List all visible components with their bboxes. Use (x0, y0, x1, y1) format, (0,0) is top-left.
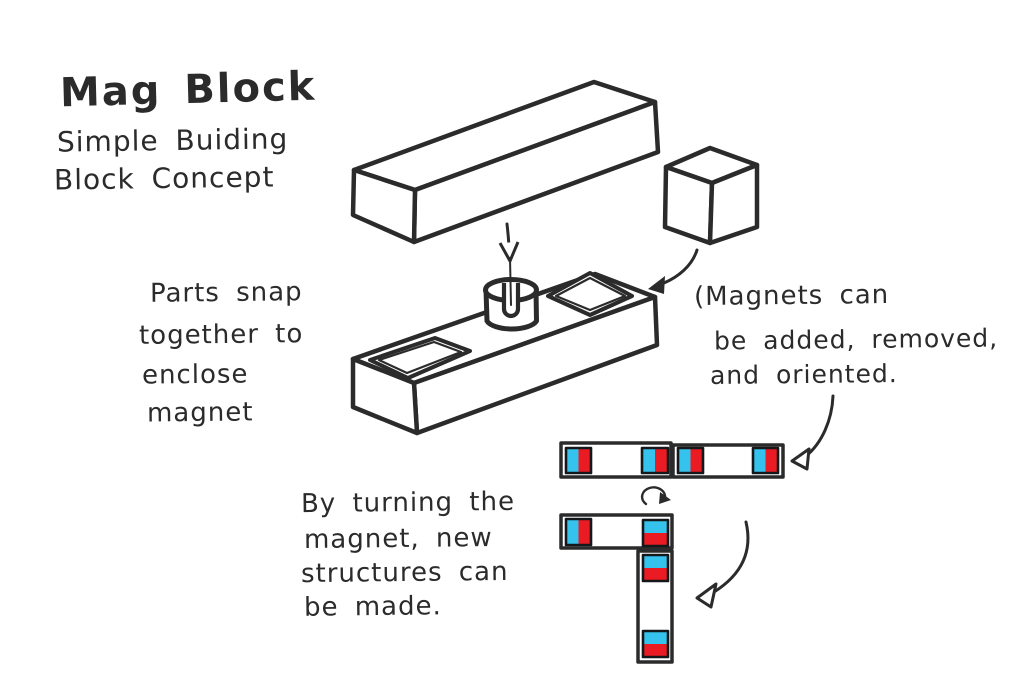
magnet-chip (640, 446, 670, 475)
note-parts-snap-line-3: enclose (141, 359, 249, 391)
note-by-turning-line-4: be made. (303, 591, 442, 623)
note-by-turning-line-3: structures can (300, 556, 509, 590)
note-parts-snap-line-4: magnet (146, 397, 254, 429)
page-subtitle-line-2: Block Concept (53, 160, 275, 197)
base-block-drawing (350, 257, 660, 436)
page-subtitle-line-1: Simple Buiding (56, 122, 289, 159)
new-structure-arrow-icon (695, 520, 750, 609)
cube-part-drawing (662, 145, 760, 246)
insert-arrow-icon (498, 222, 520, 263)
magnet-socket-left (368, 336, 472, 380)
note-magnets-can-line-1: (Magnets can (693, 279, 890, 313)
cube-right-face (707, 162, 760, 246)
note-parts-snap-line-1: Parts snap (149, 277, 303, 309)
note-by-turning-line-2: magnet, new (303, 523, 493, 555)
lid-bar-drawing (350, 79, 661, 245)
magnet-socket-right (546, 271, 634, 317)
bars-l-shape-drawing (559, 513, 674, 664)
magnet-chip-rotated (641, 553, 670, 583)
note-parts-snap-line-2: together to (138, 319, 304, 351)
base-left-face (350, 356, 420, 436)
slot-guide-line (509, 257, 512, 306)
cube-left-face (662, 164, 715, 246)
magnet-chip (676, 446, 705, 475)
magnet-chip (564, 446, 593, 475)
lid-left-face (350, 167, 418, 245)
magnet-holder-cylinder (483, 257, 539, 332)
added-magnets-arrow-icon (790, 394, 835, 471)
note-magnets-can-line-3: and oriented. (709, 359, 898, 390)
magnet-chip (751, 446, 780, 475)
magnet-chip-rotated (641, 629, 670, 659)
page-title: Mag Block (59, 63, 317, 117)
rotate-arrow-icon (640, 486, 671, 506)
magnet-chip (564, 517, 593, 547)
note-magnets-can-line-2: be added, removed, (713, 323, 999, 356)
magnet-chip-rotated (641, 518, 670, 548)
cube-arrow-icon (648, 248, 699, 294)
note-by-turning-line-1: By turning the (300, 486, 516, 520)
bars-inline-drawing (559, 441, 785, 479)
